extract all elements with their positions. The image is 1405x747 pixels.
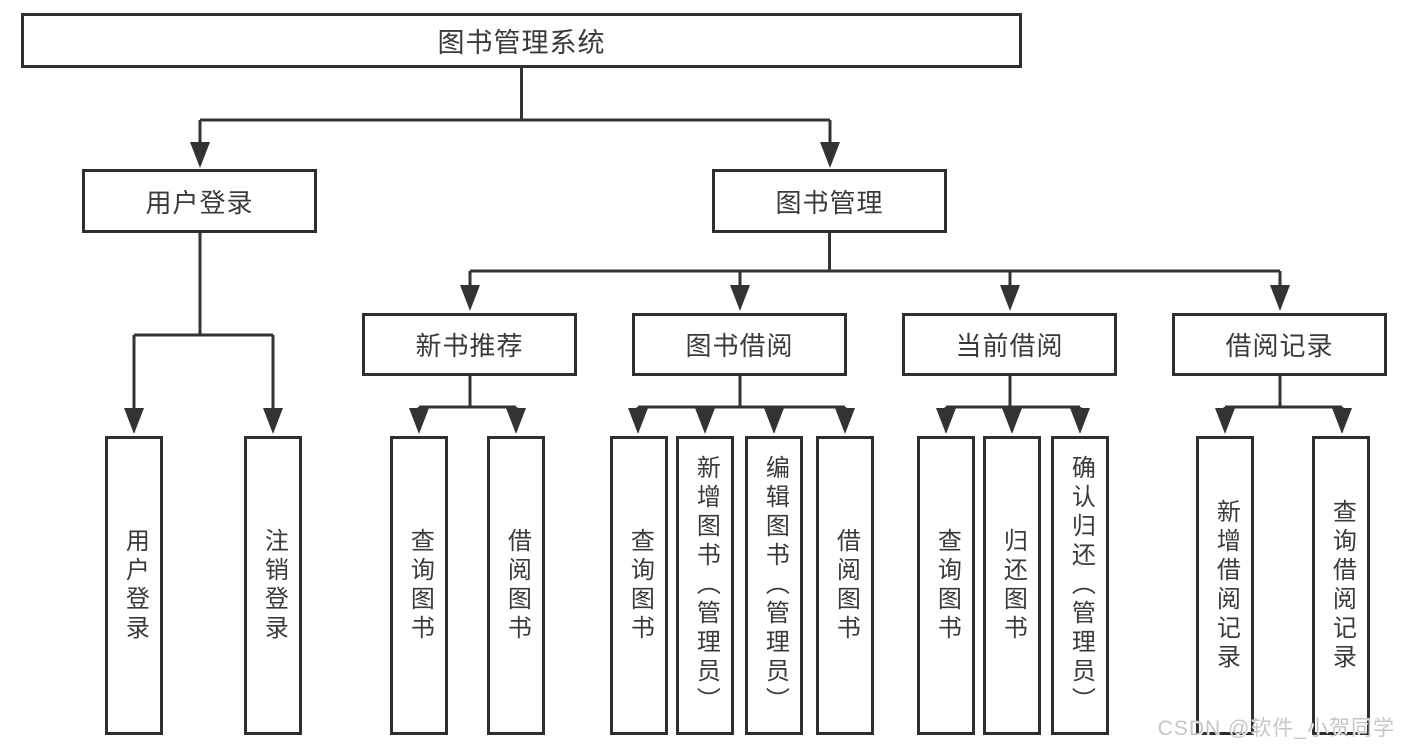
- leaf-user-login-label: 用户登录: [121, 527, 149, 644]
- node-current-borrow: 当前借阅: [902, 313, 1117, 376]
- leaf-query-borrow-record: 查询借阅记录: [1312, 436, 1370, 735]
- leaf-query-books-current-label: 查询图书: [933, 527, 961, 644]
- node-book-borrow-label: 图书借阅: [685, 331, 794, 361]
- node-library-management-system-label: 图书管理系统: [437, 28, 606, 58]
- csdn-watermark: CSDN @软件_小贺同学: [1157, 717, 1395, 740]
- leaf-confirm-return-admin: 确认归还（管理员）: [1051, 436, 1109, 735]
- node-borrow-records-label: 借阅记录: [1225, 331, 1334, 361]
- leaf-borrow-books-recommend-label: 借阅图书: [503, 527, 531, 644]
- node-new-book-recommend-label: 新书推荐: [415, 331, 524, 361]
- leaf-logout-label: 注销登录: [260, 527, 288, 644]
- node-new-book-recommend: 新书推荐: [362, 313, 577, 376]
- leaf-add-borrow-record-label: 新增借阅记录: [1212, 498, 1240, 673]
- node-library-management-system: 图书管理系统: [21, 13, 1022, 68]
- leaf-return-books-label: 归还图书: [999, 527, 1027, 644]
- leaf-borrow-books: 借阅图书: [816, 436, 874, 735]
- leaf-query-books-borrow: 查询图书: [610, 436, 668, 735]
- node-borrow-records: 借阅记录: [1172, 313, 1387, 376]
- leaf-add-books-admin-label: 新增图书（管理员）: [692, 455, 720, 716]
- leaf-query-borrow-record-label: 查询借阅记录: [1328, 498, 1356, 673]
- leaf-query-books-borrow-label: 查询图书: [626, 527, 654, 644]
- node-user-login-label: 用户登录: [145, 187, 254, 218]
- leaf-logout: 注销登录: [244, 436, 302, 735]
- leaf-edit-books-admin-label: 编辑图书（管理员）: [761, 455, 789, 716]
- leaf-confirm-return-admin-label: 确认归还（管理员）: [1067, 455, 1095, 716]
- leaf-query-books-recommend: 查询图书: [390, 436, 448, 735]
- leaf-borrow-books-recommend: 借阅图书: [487, 436, 545, 735]
- leaf-add-books-admin: 新增图书（管理员）: [676, 436, 734, 735]
- node-book-management: 图书管理: [712, 169, 947, 233]
- leaf-user-login: 用户登录: [105, 436, 163, 735]
- node-book-management-label: 图书管理: [775, 187, 884, 218]
- leaf-add-borrow-record: 新增借阅记录: [1196, 436, 1254, 735]
- leaf-return-books: 归还图书: [983, 436, 1041, 735]
- leaf-query-books-recommend-label: 查询图书: [406, 527, 434, 644]
- node-book-borrow: 图书借阅: [632, 313, 847, 376]
- node-current-borrow-label: 当前借阅: [955, 331, 1064, 361]
- leaf-edit-books-admin: 编辑图书（管理员）: [745, 436, 803, 735]
- node-user-login: 用户登录: [82, 169, 317, 233]
- leaf-query-books-current: 查询图书: [917, 436, 975, 735]
- leaf-borrow-books-label: 借阅图书: [832, 527, 860, 644]
